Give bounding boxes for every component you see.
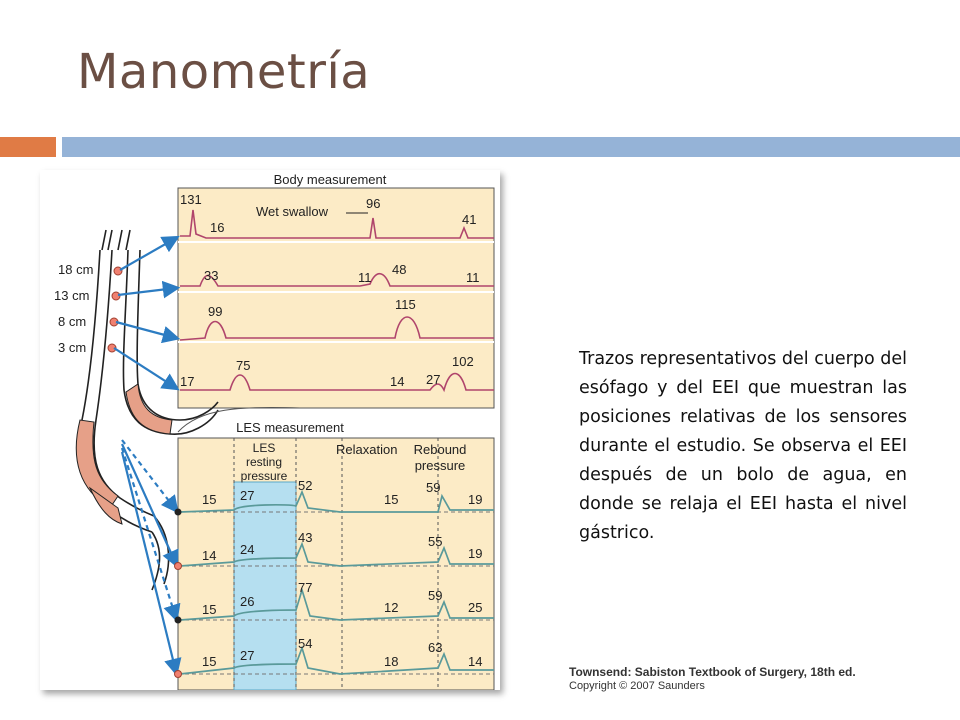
les-sensor-arrows xyxy=(120,439,182,677)
les-value: 25 xyxy=(468,600,482,615)
les-value: 52 xyxy=(298,478,312,493)
les-value: 12 xyxy=(384,600,398,615)
les-value: 19 xyxy=(468,492,482,507)
body-trace-13cm xyxy=(180,272,494,287)
les-value: 15 xyxy=(202,602,216,617)
figure-citation: Townsend: Sabiston Textbook of Surgery, … xyxy=(569,665,856,692)
manometry-figure: Body measurement 131 16 Wet swallow 96 4… xyxy=(40,170,500,690)
trace-value: 16 xyxy=(210,220,224,235)
les-sphincter xyxy=(88,486,123,525)
les-value: 59 xyxy=(426,480,440,495)
les-value: 15 xyxy=(384,492,398,507)
les-sensor-dot xyxy=(174,508,182,516)
body-trace-3cm xyxy=(180,372,494,393)
les-sensor-dot xyxy=(174,616,182,624)
body-measurement-panel xyxy=(177,187,495,409)
sensor-dot xyxy=(113,266,123,276)
les-value: 59 xyxy=(428,588,442,603)
les-trace-row2 xyxy=(179,541,494,567)
les-value: 14 xyxy=(468,654,482,669)
les-resting-header: resting xyxy=(246,455,282,469)
les-value: 27 xyxy=(240,488,254,503)
wet-swallow-label: Wet swallow xyxy=(256,204,329,219)
body-trace-8cm xyxy=(179,316,494,341)
les-resting-zone xyxy=(233,481,297,690)
sensor-label-13cm: 13 cm xyxy=(54,288,89,303)
les-muscle-left xyxy=(75,419,119,509)
trace-value: 33 xyxy=(204,268,218,283)
sensor-label-8cm: 8 cm xyxy=(58,314,86,329)
trace-value: 11 xyxy=(466,270,480,285)
citation-source: Townsend: Sabiston Textbook of Surgery, … xyxy=(569,665,856,679)
les-value: 55 xyxy=(428,534,442,549)
figure-caption: Trazos representativos del cuerpo del es… xyxy=(579,349,907,543)
les-measurement-panel xyxy=(177,437,495,690)
rebound-header: Rebound xyxy=(414,442,467,457)
sensor-arrows xyxy=(113,235,181,391)
trace-value: 115 xyxy=(395,297,416,312)
les-value: 24 xyxy=(240,542,254,557)
relaxation-header: Relaxation xyxy=(336,442,397,457)
les-trace-row3 xyxy=(179,587,494,621)
les-muscle-right xyxy=(125,383,173,435)
les-trace-row4 xyxy=(179,645,494,675)
trace-value: 48 xyxy=(392,262,406,277)
les-value: 19 xyxy=(468,546,482,561)
les-value: 63 xyxy=(428,640,442,655)
trace-value: 99 xyxy=(208,304,222,319)
sensor-label-18cm: 18 cm xyxy=(58,262,93,277)
trace-value: 41 xyxy=(462,212,476,227)
les-value: 26 xyxy=(240,594,254,609)
slide-title: Manometría xyxy=(77,44,371,100)
citation-copyright: Copyright © 2007 Saunders xyxy=(569,680,705,692)
les-measurement-title: LES measurement xyxy=(236,420,344,435)
les-value: 27 xyxy=(240,648,254,663)
trace-value: 96 xyxy=(366,196,380,211)
body-trace-18cm xyxy=(180,209,494,239)
les-value: 15 xyxy=(202,492,216,507)
trace-value: 27 xyxy=(426,372,440,387)
body-measurement-title: Body measurement xyxy=(274,172,387,187)
les-value: 54 xyxy=(298,636,312,651)
sensor-label-3cm: 3 cm xyxy=(58,340,86,355)
trace-value: 14 xyxy=(390,374,404,389)
rebound-header: pressure xyxy=(415,458,466,473)
les-value: 18 xyxy=(384,654,398,669)
trace-value: 17 xyxy=(180,374,194,389)
accent-bar-blue xyxy=(62,137,960,157)
les-trace-row1 xyxy=(179,489,494,513)
les-sensor-dot xyxy=(174,670,182,678)
les-sensor-dot xyxy=(174,562,182,570)
trace-value: 11 xyxy=(358,270,372,285)
les-value: 14 xyxy=(202,548,216,563)
accent-bar-orange xyxy=(0,137,56,157)
les-value: 15 xyxy=(202,654,216,669)
les-resting-header: pressure xyxy=(241,469,288,483)
trace-value: 102 xyxy=(452,354,474,369)
les-resting-header: LES xyxy=(253,441,276,455)
trace-value: 75 xyxy=(236,358,250,373)
manometry-diagram: Body measurement 131 16 Wet swallow 96 4… xyxy=(54,172,495,690)
les-value: 43 xyxy=(298,530,312,545)
panel-connector xyxy=(177,406,494,433)
les-value: 77 xyxy=(298,580,312,595)
trace-value: 131 xyxy=(180,192,202,207)
